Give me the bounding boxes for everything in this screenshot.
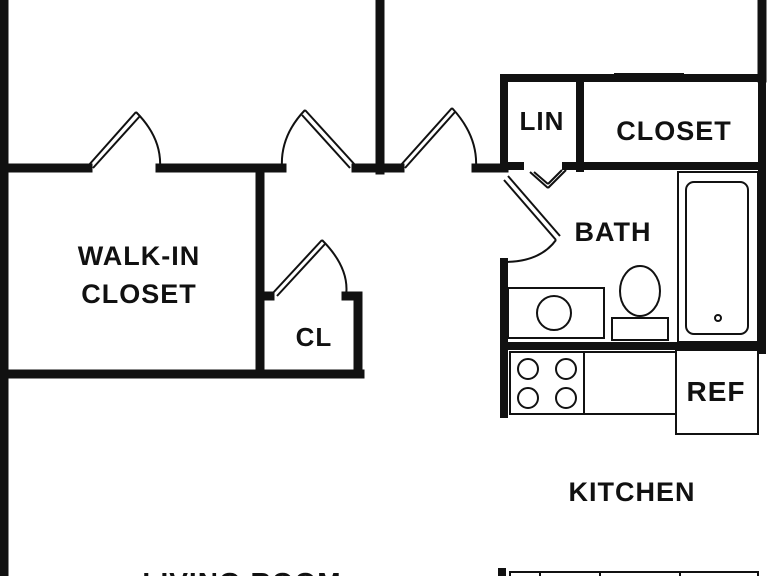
label-closet: CLOSET [616, 116, 732, 146]
door-bedroom [280, 109, 357, 169]
lower-counter [509, 571, 759, 576]
bathtub-drain [714, 314, 722, 322]
burner-4 [555, 387, 577, 409]
label-bath: BATH [575, 217, 652, 247]
refrigerator [675, 349, 759, 435]
room-labels: WALK-IN CLOSET CL LIN CLOSET BATH REF KI… [78, 106, 746, 576]
label-walk-in-closet-1: WALK-IN [78, 241, 200, 271]
burner-1 [517, 358, 539, 380]
sink-bowl [536, 295, 572, 331]
label-kitchen: KITCHEN [569, 477, 696, 507]
label-walk-in-closet-2: CLOSET [81, 279, 197, 309]
door-lin [529, 169, 567, 189]
burner-3 [517, 387, 539, 409]
burner-2 [555, 358, 577, 380]
door-walkin [87, 111, 162, 169]
fixtures [507, 171, 759, 576]
label-lin: LIN [520, 106, 565, 136]
label-living-room: LIVING ROOM [142, 567, 341, 576]
vanity [507, 287, 605, 339]
bathtub-basin [685, 181, 749, 335]
kitchen-counter [583, 351, 677, 415]
door-bath [503, 175, 561, 263]
door-cl [271, 239, 348, 297]
door-hall [399, 107, 478, 169]
toilet-tank [611, 317, 669, 341]
bathtub [677, 171, 759, 343]
doors [87, 107, 567, 297]
closet-slider [614, 73, 740, 79]
toilet-bowl [619, 265, 661, 317]
label-cl: CL [296, 322, 333, 352]
label-ref: REF [687, 376, 746, 407]
